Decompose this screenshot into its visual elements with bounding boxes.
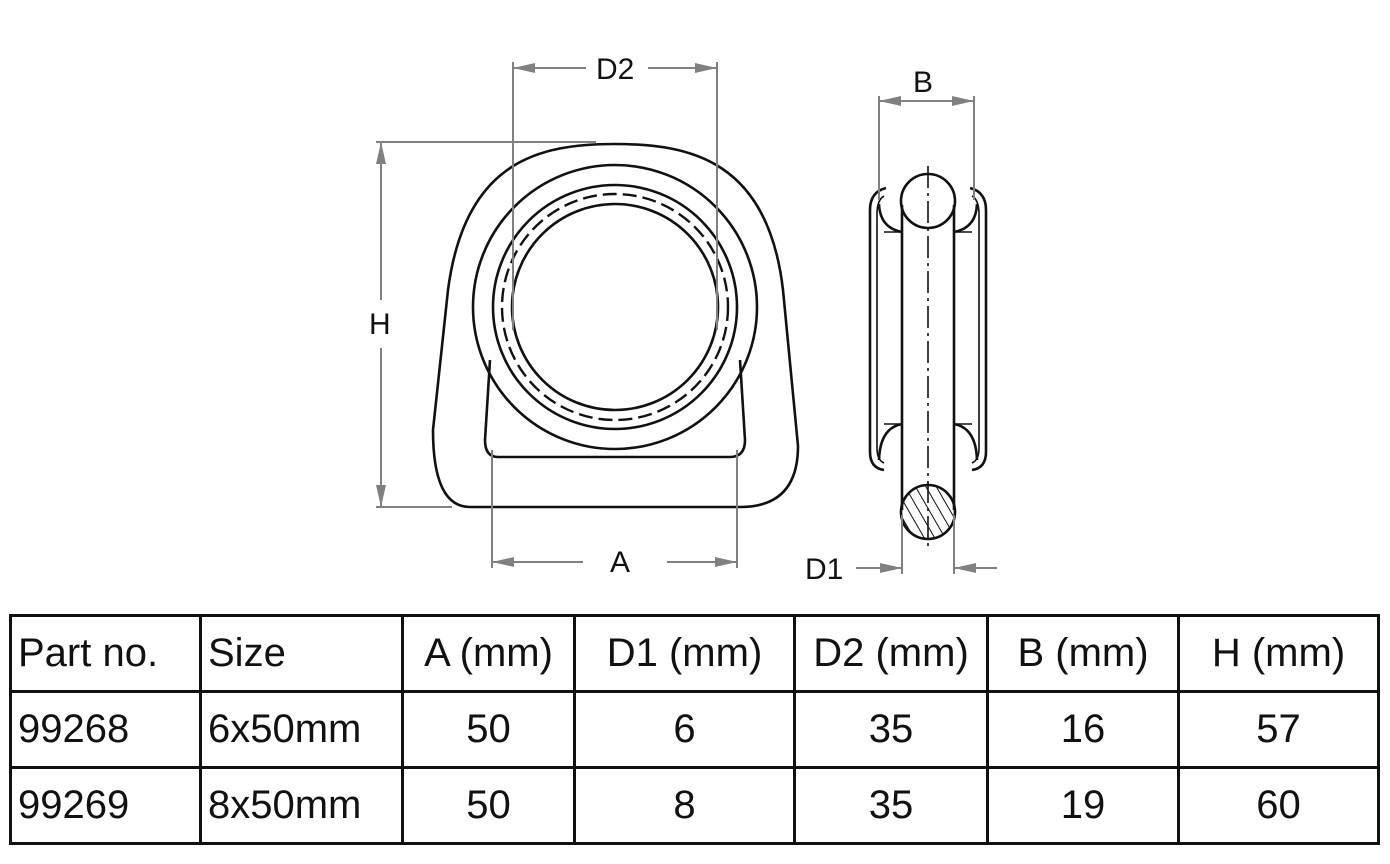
header-b: B (mm): [986, 614, 1180, 693]
cell-d1: 8: [573, 766, 796, 845]
header-size: Size: [199, 614, 404, 693]
label-a: A: [610, 546, 630, 579]
cell-a: 50: [401, 766, 576, 845]
ring-mid: [491, 183, 739, 431]
header-d1: D1 (mm): [573, 614, 796, 693]
rod-section: [899, 483, 957, 541]
cell-d2: 35: [793, 766, 989, 845]
cell-b: 16: [986, 690, 1180, 769]
header-part-no: Part no.: [9, 614, 202, 693]
label-d2: D2: [596, 53, 634, 86]
ring-bore: [510, 202, 720, 412]
dimension-a: A: [491, 450, 738, 579]
plate-outline: [431, 142, 800, 509]
table-header-row: Part no. Size A (mm) D1 (mm) D2 (mm) B (…: [9, 614, 1380, 693]
dimension-h: H: [369, 141, 596, 508]
ring-hidden-line: [500, 192, 730, 422]
front-view: [431, 142, 800, 509]
table-row: 99269 8x50mm 50 8 35 19 60: [9, 766, 1380, 845]
technical-drawing: D2 H A: [369, 53, 997, 586]
cell-d2: 35: [793, 690, 989, 769]
table-row: 99268 6x50mm 50 6 35 16 57: [9, 690, 1380, 769]
header-a: A (mm): [401, 614, 576, 693]
dimension-b: B: [878, 66, 975, 200]
specification-table: Part no. Size A (mm) D1 (mm) D2 (mm) B (…: [9, 614, 1380, 845]
label-b: B: [913, 66, 933, 99]
cell-part-no: 99269: [9, 766, 202, 845]
header-h: H (mm): [1177, 614, 1380, 693]
cell-a: 50: [401, 690, 576, 769]
dimension-d1: D1: [805, 515, 997, 586]
cell-part-no: 99268: [9, 690, 202, 769]
cell-h: 57: [1177, 690, 1380, 769]
cell-d1: 6: [573, 690, 796, 769]
label-d1: D1: [805, 553, 843, 586]
ring-outer: [471, 163, 759, 451]
header-d2: D2 (mm): [793, 614, 989, 693]
cell-size: 6x50mm: [199, 690, 404, 769]
side-view: [868, 166, 988, 548]
cell-size: 8x50mm: [199, 766, 404, 845]
cell-h: 60: [1177, 766, 1380, 845]
label-h: H: [369, 308, 391, 341]
dimension-d2: D2: [512, 53, 718, 330]
plate-inner-outline: [483, 359, 747, 459]
cell-b: 19: [986, 766, 1180, 845]
